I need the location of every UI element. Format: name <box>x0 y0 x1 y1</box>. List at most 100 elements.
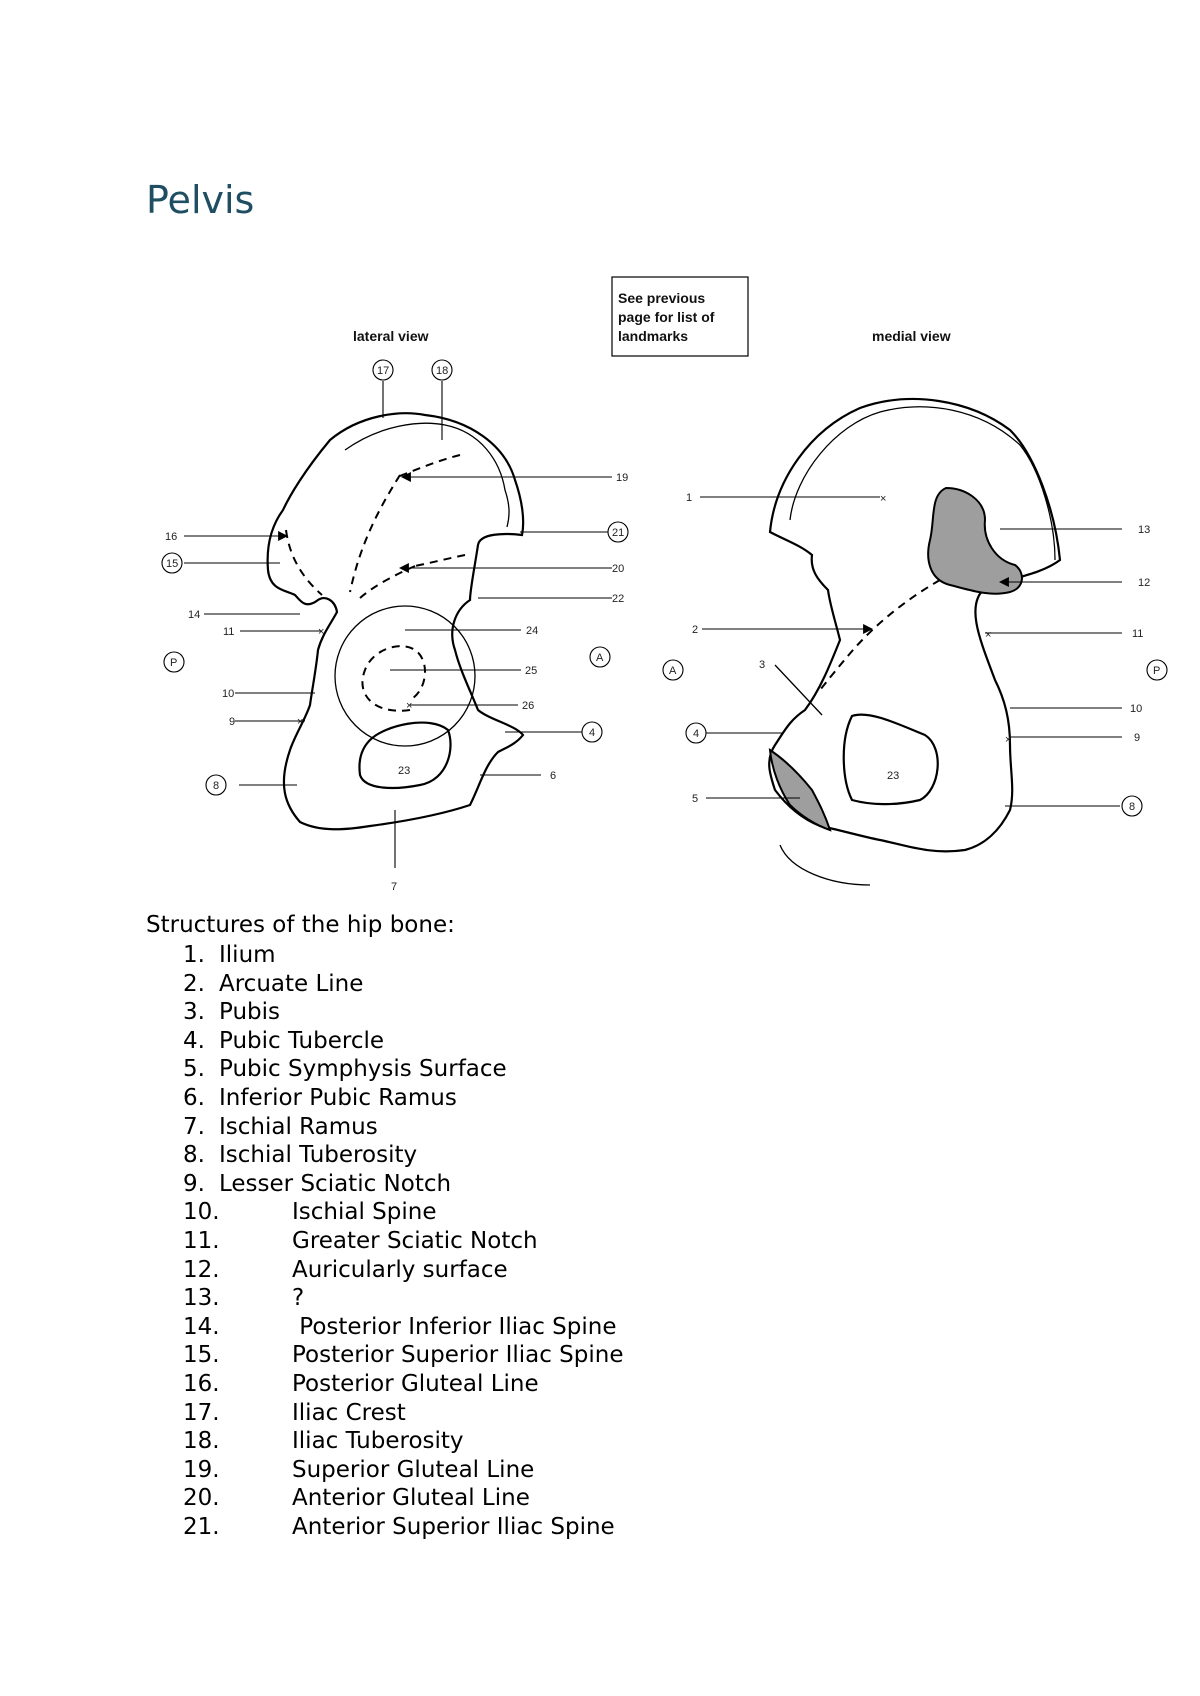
item-text: Ischial Tuberosity <box>219 1142 418 1169</box>
item-number: 15. <box>183 1342 220 1369</box>
medial-label-2: 2 <box>692 624 698 636</box>
item-number: 18. <box>183 1428 220 1455</box>
lateral-label-p: P <box>170 657 177 669</box>
lateral-label-26: 26 <box>522 700 534 712</box>
item-text: Superior Gluteal Line <box>292 1456 535 1483</box>
item-number: 20. <box>183 1485 220 1512</box>
item-number: 7. <box>183 1113 205 1140</box>
item-number: 8. <box>183 1142 205 1169</box>
medial-view-label: medial view <box>872 328 951 344</box>
item-number: 19. <box>183 1456 220 1483</box>
medial-label-12: 12 <box>1138 577 1150 589</box>
lateral-label-25: 25 <box>525 665 537 677</box>
page-title: Pelvis <box>146 178 255 222</box>
medial-label-13: 13 <box>1138 524 1150 536</box>
obturator-foramen <box>358 721 452 790</box>
item-number: 12. <box>183 1256 220 1283</box>
lateral-label-22: 22 <box>612 593 624 605</box>
svg-text:×: × <box>985 629 991 641</box>
lateral-view-label: lateral view <box>353 328 429 344</box>
item-text: Posterior Inferior Iliac Spine <box>292 1313 617 1340</box>
medial-label-11: 11 <box>1132 628 1143 640</box>
auricular-surface <box>927 486 1023 595</box>
lateral-label-10: 10 <box>222 688 234 700</box>
item-text: Ischial Spine <box>292 1199 437 1226</box>
medial-label-9: 9 <box>1134 732 1140 744</box>
symphysis-surface <box>768 747 832 832</box>
lateral-label-14: 14 <box>188 609 200 621</box>
medial-label-a: A <box>669 665 677 677</box>
item-text: Ilium <box>219 942 276 968</box>
item-text: Arcuate Line <box>219 970 364 997</box>
item-text: Pubis <box>219 999 281 1026</box>
item-number: 2. <box>183 970 205 997</box>
medial-obturator-foramen <box>842 713 939 806</box>
medial-label-23: 23 <box>887 770 899 782</box>
item-number: 3. <box>183 999 205 1026</box>
lateral-label-9: 9 <box>229 716 235 728</box>
note-line: landmarks <box>618 328 688 344</box>
medial-label-4: 4 <box>693 728 699 740</box>
item-number: 1. <box>183 942 205 968</box>
list-title: Structures of the hip bone: <box>146 912 455 938</box>
svg-text:×: × <box>880 493 886 505</box>
lateral-outline <box>266 412 525 831</box>
item-number: 5. <box>183 1056 205 1083</box>
lateral-label-7: 7 <box>391 881 397 893</box>
lateral-label-23: 23 <box>398 765 410 777</box>
medial-label-8: 8 <box>1129 801 1135 813</box>
svg-text:×: × <box>406 700 412 712</box>
item-number: 11. <box>183 1227 220 1254</box>
lateral-label-21: 21 <box>612 527 624 539</box>
note-line: page for list of <box>618 309 715 325</box>
item-number: 10. <box>183 1199 220 1226</box>
item-text: Greater Sciatic Notch <box>292 1227 538 1254</box>
lateral-label-16: 16 <box>165 531 177 543</box>
svg-text:×: × <box>1005 734 1011 746</box>
item-text: Anterior Gluteal Line <box>292 1485 530 1512</box>
item-text: Posterior Superior Iliac Spine <box>292 1342 624 1369</box>
lateral-label-15: 15 <box>166 558 178 570</box>
lateral-label-8: 8 <box>213 780 219 792</box>
medial-outline <box>768 398 1062 853</box>
item-text: Auricularly surface <box>292 1256 508 1283</box>
item-text: Posterior Gluteal Line <box>292 1370 539 1397</box>
medial-view: × × × A P 4 8 1 13 12 2 11 3 10 9 23 5 <box>662 398 1168 886</box>
medial-label-5: 5 <box>692 793 698 805</box>
item-text: Anterior Superior Iliac Spine <box>292 1513 615 1540</box>
item-text: Pubic Tubercle <box>219 1027 385 1054</box>
item-number: 13. <box>183 1285 220 1312</box>
item-text: Inferior Pubic Ramus <box>219 1084 457 1111</box>
medial-label-3: 3 <box>759 659 765 671</box>
medial-label-1: 1 <box>686 492 692 504</box>
lateral-label-17: 17 <box>377 365 389 377</box>
item-number: 21. <box>183 1513 220 1540</box>
lateral-label-11: 11 <box>223 626 234 638</box>
item-number: 6. <box>183 1084 205 1111</box>
item-number: 16. <box>183 1370 220 1397</box>
item-number: 4. <box>183 1027 205 1054</box>
item-number: 17. <box>183 1399 220 1426</box>
medial-label-p: P <box>1153 665 1160 677</box>
svg-text:×: × <box>318 626 324 638</box>
lateral-label-6: 6 <box>550 770 556 782</box>
item-text: Iliac Tuberosity <box>292 1428 464 1455</box>
lateral-label-18: 18 <box>436 365 448 377</box>
item-number: 9. <box>183 1170 205 1197</box>
pelvis-diagram: See previous page for list of landmarks … <box>161 276 1168 893</box>
lateral-label-4: 4 <box>589 727 595 739</box>
item-text: Ischial Ramus <box>219 1113 378 1140</box>
item-text: Lesser Sciatic Notch <box>219 1170 452 1197</box>
lateral-label-a: A <box>596 652 604 664</box>
medial-label-10: 10 <box>1130 703 1142 715</box>
note-line: See previous <box>618 290 705 306</box>
item-number: 14. <box>183 1313 220 1340</box>
lateral-view: × × × 17 18 15 21 P A 4 8 19 16 20 22 14… <box>161 359 629 893</box>
note-box: See previous page for list of landmarks <box>611 276 749 357</box>
item-text: Pubic Symphysis Surface <box>219 1056 507 1083</box>
item-text: ? <box>292 1285 305 1312</box>
lateral-label-19: 19 <box>616 472 628 484</box>
lateral-label-20: 20 <box>612 563 624 575</box>
item-text: Iliac Crest <box>292 1399 406 1426</box>
lateral-label-24: 24 <box>526 625 538 637</box>
